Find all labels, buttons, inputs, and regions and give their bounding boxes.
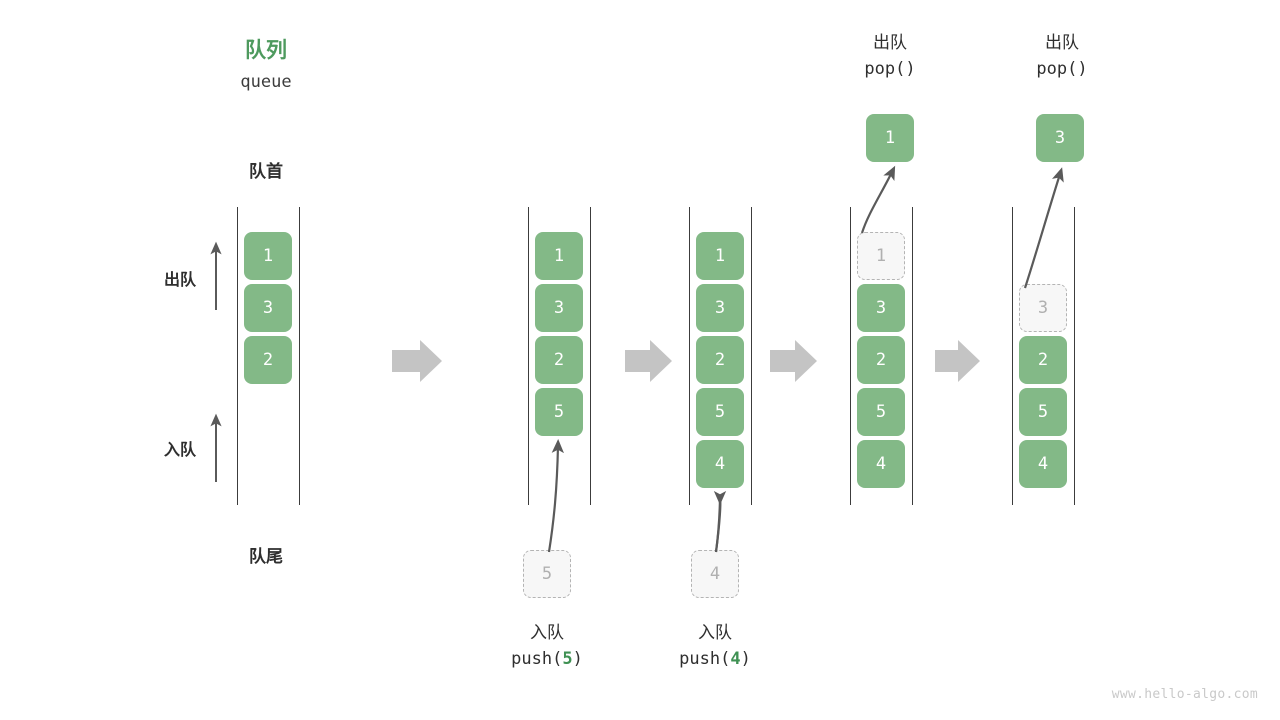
queue-cell: 1 [535, 232, 583, 280]
rail-left-step-4 [1012, 207, 1013, 505]
queue-cell: 2 [696, 336, 744, 384]
op-label-cn: 入队 [530, 623, 564, 643]
op-label-pop-3: 出队 pop() [962, 30, 1162, 83]
queue-cell: 4 [1019, 440, 1067, 488]
push-4-arrow [713, 490, 727, 553]
queue-cell: 4 [696, 440, 744, 488]
pop-1-arrow [860, 165, 896, 234]
flow-arrow [770, 340, 817, 382]
queue-cell: 5 [857, 388, 905, 436]
queue-cell-ghost: 1 [857, 232, 905, 280]
queue-cell: 1 [244, 232, 292, 280]
queue-cell: 5 [1019, 388, 1067, 436]
op-label-cn: 入队 [698, 623, 732, 643]
watermark: www.hello-algo.com [1111, 687, 1258, 702]
rail-right-step-1 [590, 207, 591, 505]
op-label-cn: 出队 [1045, 33, 1079, 53]
rail-left-step-3 [850, 207, 851, 505]
push-5-arrow [547, 438, 564, 553]
front-label: 队首 [249, 162, 283, 182]
queue-cell: 2 [857, 336, 905, 384]
op-label-code: push(5) [511, 649, 583, 670]
rear-label: 队尾 [249, 547, 283, 567]
rail-right-step-3 [912, 207, 913, 505]
queue-cell: 2 [244, 336, 292, 384]
rail-right-step-4 [1074, 207, 1075, 505]
op-label-code: push(4) [679, 649, 751, 670]
popped-value-cell: 1 [866, 114, 914, 162]
rail-left-step-2 [689, 207, 690, 505]
queue-cell: 3 [244, 284, 292, 332]
op-label-push-5: 入队 push(5) [447, 620, 647, 673]
queue-cell: 5 [696, 388, 744, 436]
popped-value-cell: 3 [1036, 114, 1084, 162]
flow-arrow [935, 340, 980, 382]
queue-cell: 1 [696, 232, 744, 280]
queue-cell: 2 [1019, 336, 1067, 384]
op-label-code: pop() [1036, 59, 1088, 80]
flow-arrow [625, 340, 672, 382]
flow-arrow [392, 340, 442, 382]
diagram-title-en: queue [240, 72, 292, 92]
incoming-cell: 4 [691, 550, 739, 598]
op-label-code: pop() [864, 59, 916, 80]
op-label-pop-1: 出队 pop() [790, 30, 990, 83]
op-label-push-4: 入队 push(4) [615, 620, 815, 673]
queue-cell: 5 [535, 388, 583, 436]
op-label-cn: 出队 [873, 33, 907, 53]
queue-cell: 3 [696, 284, 744, 332]
queue-cell-ghost: 3 [1019, 284, 1067, 332]
incoming-cell: 5 [523, 550, 571, 598]
dequeue-side-label: 出队 [163, 270, 196, 289]
queue-cell: 4 [857, 440, 905, 488]
rail-right-step-0 [299, 207, 300, 505]
rail-right-step-2 [751, 207, 752, 505]
queue-cell: 2 [535, 336, 583, 384]
enqueue-side-label: 入队 [163, 440, 196, 459]
diagram-title-cn: 队列 [245, 38, 287, 62]
queue-cell: 3 [535, 284, 583, 332]
queue-cell: 3 [857, 284, 905, 332]
pop-3-arrow [1023, 167, 1064, 289]
rail-left-step-1 [528, 207, 529, 505]
rail-left-step-0 [237, 207, 238, 505]
